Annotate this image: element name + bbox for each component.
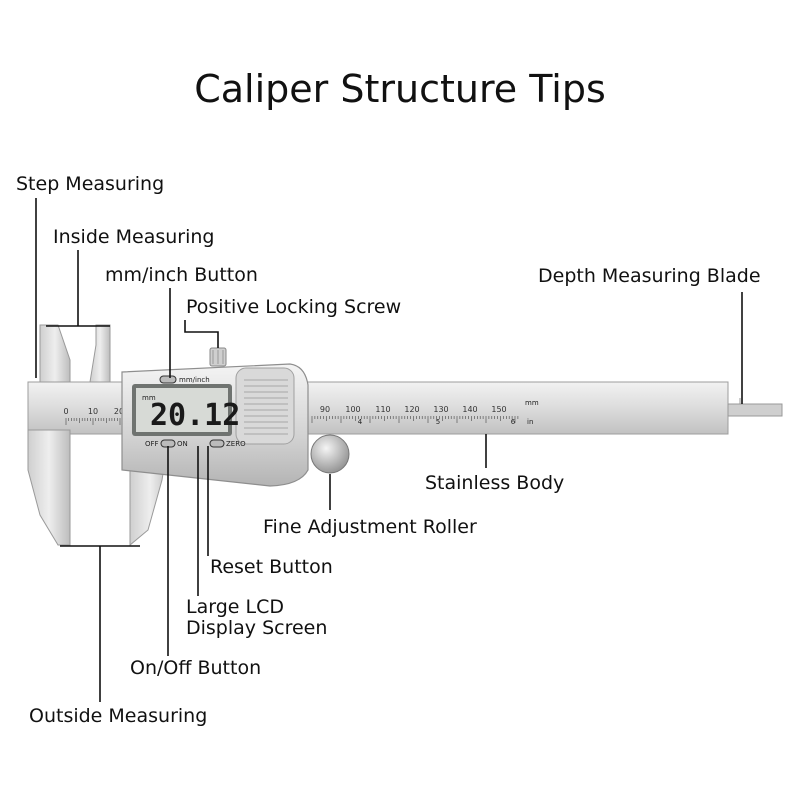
label-stainless-body: Stainless Body — [425, 472, 564, 494]
label-positive-locking-screw: Positive Locking Screw — [186, 296, 401, 318]
label-step-measuring: Step Measuring — [16, 173, 164, 195]
labels: Step Measuring Inside Measuring mm/inch … — [16, 173, 761, 727]
lcd-screen — [136, 388, 228, 432]
scale-label-10: 10 — [88, 407, 98, 416]
depth-measuring-blade — [727, 403, 783, 417]
mm-inch-button-label: mm/inch — [179, 376, 210, 384]
scale-label-110: 110 — [375, 405, 390, 414]
right-scale: 90 100 110 120 130 140 150 mm in 4 5 6 — [311, 399, 539, 426]
scale-label-20: 20 — [114, 407, 124, 416]
scale-label-90: 90 — [320, 405, 330, 414]
scale-label-150: 150 — [491, 405, 506, 414]
fine-adjustment-roller[interactable] — [310, 434, 350, 474]
label-large-lcd-line2: Display Screen — [186, 617, 327, 639]
label-fine-adjustment-roller: Fine Adjustment Roller — [263, 516, 477, 538]
label-mm-inch-button: mm/inch Button — [105, 264, 258, 286]
fixed-inside-jaw — [39, 324, 71, 383]
scale-unit-mm: mm — [525, 399, 539, 407]
scale-label-130: 130 — [433, 405, 448, 414]
leader-locking-screw — [184, 320, 219, 348]
on-off-button[interactable] — [160, 439, 176, 448]
label-reset-button: Reset Button — [210, 556, 333, 578]
label-on-off-button: On/Off Button — [130, 657, 261, 679]
diagram-title: Caliper Structure Tips — [194, 67, 606, 111]
zero-label: ZERO — [226, 440, 246, 448]
caliper: 0 10 20 mm 20.12 mm/inch OFF ON ZERO — [27, 324, 783, 547]
mm-inch-button[interactable] — [159, 375, 177, 384]
scale-unit-in: in — [527, 418, 533, 426]
leader-inside-measuring — [46, 250, 110, 327]
inch-mark-6: 6 — [511, 418, 516, 426]
off-label: OFF — [145, 440, 159, 448]
label-outside-measuring: Outside Measuring — [29, 705, 207, 727]
fixed-outside-jaw — [27, 429, 71, 546]
sliding-inside-jaw — [89, 324, 111, 383]
scale-label-120: 120 — [404, 405, 419, 414]
left-scale: 0 10 20 — [63, 407, 124, 425]
leader-outside-measuring — [60, 545, 140, 702]
inch-mark-5: 5 — [436, 418, 440, 426]
on-label: ON — [177, 440, 188, 448]
label-depth-measuring-blade: Depth Measuring Blade — [538, 265, 761, 287]
scale-label-140: 140 — [462, 405, 477, 414]
thumb-grip[interactable] — [235, 367, 295, 445]
slider-head: mm 20.12 mm/inch OFF ON ZERO — [121, 347, 309, 487]
inch-mark-4: 4 — [358, 418, 363, 426]
lcd-unit: mm — [142, 394, 156, 402]
leader-lines — [35, 198, 743, 702]
zero-button[interactable] — [209, 439, 225, 448]
lcd-reading: 20.12 — [150, 398, 240, 433]
scale-label-0: 0 — [63, 407, 68, 416]
label-large-lcd-line1: Large LCD — [186, 596, 284, 618]
label-inside-measuring: Inside Measuring — [53, 226, 214, 248]
scale-label-100: 100 — [345, 405, 360, 414]
